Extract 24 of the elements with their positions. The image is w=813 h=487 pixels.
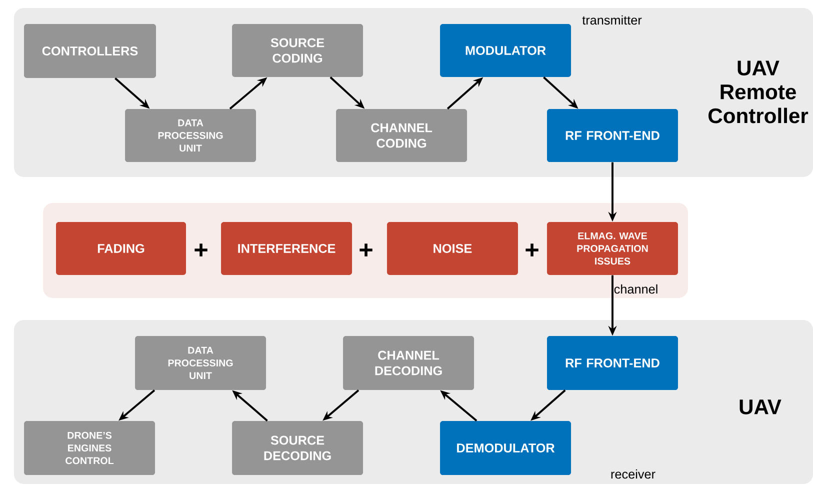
section-title: UAV Remote Controller [708, 60, 808, 124]
plus-sign: + [194, 244, 208, 256]
process-box: DATA PROCESSING UNIT [125, 109, 256, 162]
plus-sign: + [360, 244, 372, 256]
section-title: UAV [740, 400, 782, 414]
process-box: CHANNEL DECODING [343, 336, 474, 390]
process-box: SOURCE CODING [232, 24, 364, 77]
process-box: DRONE’S ENGINES CONTROL [24, 421, 156, 475]
section-label: channel [614, 284, 658, 294]
channel-effect-box: FADING [56, 222, 186, 275]
channel-effect-box: INTERFERENCE [221, 222, 352, 275]
channel-effect-box: NOISE [387, 222, 518, 275]
process-box: DATA PROCESSING UNIT [135, 336, 266, 390]
channel-effect-box: ELMAG. WAVE PROPAGATION ISSUES [547, 222, 678, 275]
process-box: MODULATOR [440, 24, 572, 77]
process-box: RF FRONT-END [547, 109, 678, 162]
plus-sign: + [526, 244, 538, 256]
process-box: CHANNEL CODING [336, 109, 468, 162]
process-box: SOURCE DECODING [232, 421, 364, 475]
section-label: transmitter [582, 15, 642, 25]
process-box: DEMODULATOR [440, 421, 572, 475]
section-label: receiver [611, 469, 656, 479]
process-box: RF FRONT-END [547, 336, 678, 390]
process-box: CONTROLLERS [24, 24, 156, 78]
